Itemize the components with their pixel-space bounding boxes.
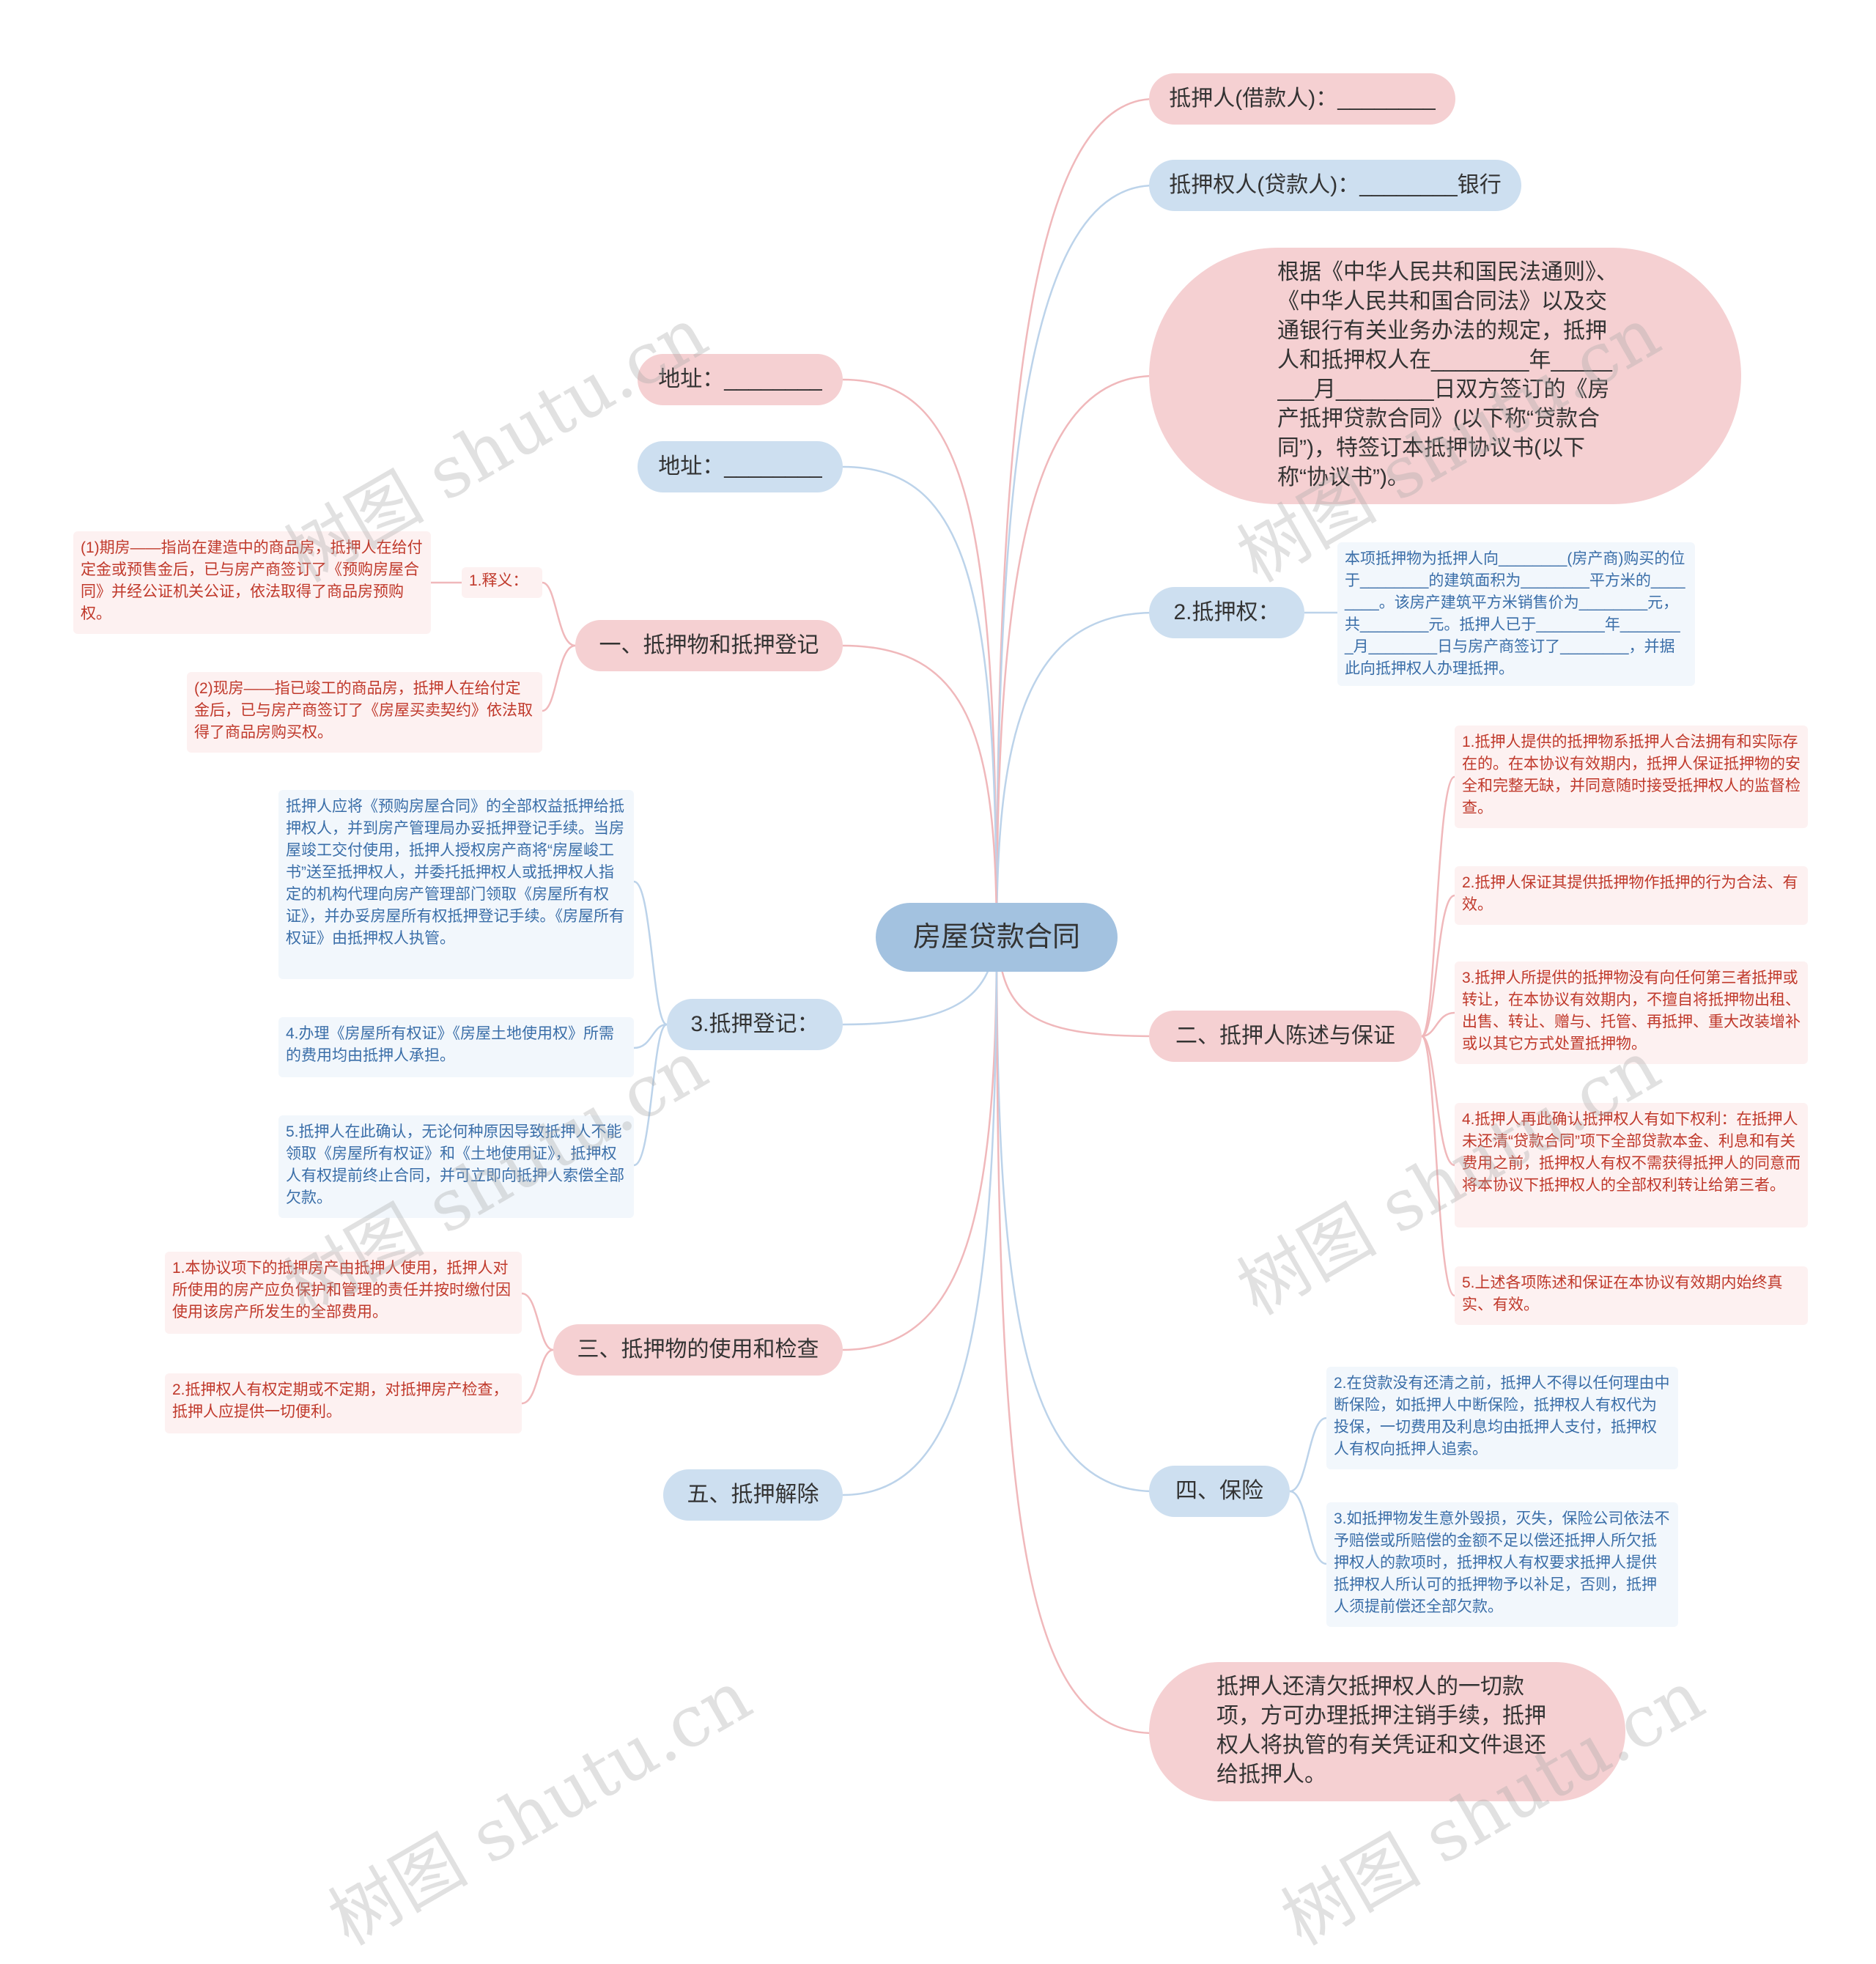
- release-text: 抵押人还清欠抵押权人的一切款项，方可办理抵押注销手续，抵押权人将执管的有关凭证和…: [1216, 1675, 1546, 1787]
- sec4-item-1: 2.在贷款没有还清之前，抵押人不得以任何理由中断保险，如抵押人中断保险，抵押权人…: [1326, 1367, 1678, 1469]
- link-sec4: [995, 937, 1155, 1493]
- sec2-item-2: 2.抵押人保证其提供抵押物作抵押的行为合法、有效。: [1455, 866, 1808, 925]
- link-addr1: [842, 378, 998, 939]
- sec1-item-2: (2)现房——指已竣工的商品房，抵押人在给付定金后，已与房产商签订了《房屋买卖契…: [187, 672, 542, 753]
- sec3-item-1: 抵押人应将《预购房屋合同》的全部权益抵押给抵押权人，并到房产管理局办妥抵押登记手…: [278, 790, 634, 979]
- sec3b-item-1: 1.本协议项下的抵押房产由抵押人使用，抵押人对所使用的房产应负保护和管理的责任并…: [165, 1252, 522, 1334]
- link-pledgee: [995, 184, 1155, 939]
- sec2-item-4: 4.抵押人再此确认抵押权人有如下权利：在抵押人未还清“贷款合同”项下全部贷款本金…: [1455, 1103, 1808, 1228]
- link-sec1: [842, 644, 998, 939]
- pledgee-node[interactable]: 抵押权人(贷款人)：________银行: [1149, 160, 1521, 211]
- root-node[interactable]: 房屋贷款合同: [876, 903, 1118, 972]
- sec3b-node[interactable]: 三、抵押物的使用和检查: [553, 1324, 843, 1376]
- link-sec3b: [842, 937, 998, 1351]
- addr1-node[interactable]: 地址：________: [638, 354, 843, 405]
- pledge-right-node[interactable]: 2.抵押权：: [1149, 587, 1304, 638]
- mindmap-canvas: 房屋贷款合同 抵押人(借款人)：________ 抵押权人(贷款人)：_____…: [73, 73, 1808, 1961]
- sec1-node[interactable]: 一、抵押物和抵押登记: [575, 620, 843, 671]
- sec3b-item-2: 2.抵押权人有权定期或不定期，对抵押房产检查，抵押人应提供一切便利。: [165, 1373, 522, 1433]
- pledge-right-note: 本项抵押物为抵押人向________(房产商)购买的位于________的建筑面…: [1337, 542, 1695, 686]
- sec1-tag: 1.释义：: [462, 567, 542, 598]
- link-right2: [995, 611, 1155, 939]
- sec3-item-3: 5.抵押人在此确认，无论何种原因导致抵押人不能领取《房屋所有权证》和《土地使用证…: [278, 1115, 634, 1218]
- sec5-node[interactable]: 五、抵押解除: [663, 1469, 843, 1521]
- sec1-item-1: (1)期房——指尚在建造中的商品房，抵押人在给付定金或预售金后，已与房产商签订了…: [73, 531, 431, 634]
- sec3-node[interactable]: 3.抵押登记：: [667, 999, 843, 1050]
- link-pledgor: [995, 97, 1155, 939]
- sec4-item-2: 3.如抵押物发生意外毁损，灭失，保险公司依法不予赔偿或所赔偿的金额不足以偿还抵押…: [1326, 1502, 1678, 1627]
- sec2-item-1: 1.抵押人提供的抵押物系抵押人合法拥有和实际存在的。在本协议有效期内，抵押人保证…: [1455, 726, 1808, 828]
- intro-text: 根据《中华人民共和国民法通则》、《中华人民共和国合同法》以及交通银行有关业务办法…: [1277, 260, 1618, 490]
- sec4-node[interactable]: 四、保险: [1149, 1466, 1290, 1517]
- sec3-item-2: 4.办理《房屋所有权证》《房屋土地使用权》所需的费用均由抵押人承担。: [278, 1017, 634, 1077]
- link-sec5: [842, 937, 998, 1496]
- sec2-node[interactable]: 二、抵押人陈述与保证: [1149, 1011, 1422, 1062]
- sec2-item-5: 5.上述各项陈述和保证在本协议有效期内始终真实、有效。: [1455, 1266, 1808, 1325]
- pledgor-node[interactable]: 抵押人(借款人)：________: [1149, 73, 1455, 125]
- addr2-node[interactable]: 地址：________: [638, 441, 843, 492]
- link-intro: [995, 374, 1155, 939]
- sec2-item-3: 3.抵押人所提供的抵押物没有向任何第三者抵押或转让，在本协议有效期内，不擅自将抵…: [1455, 961, 1808, 1064]
- link-addr2: [842, 465, 998, 939]
- intro-node[interactable]: 根据《中华人民共和国民法通则》、《中华人民共和国合同法》以及交通银行有关业务办法…: [1149, 248, 1741, 504]
- link-release: [995, 937, 1155, 1735]
- release-node[interactable]: 抵押人还清欠抵押权人的一切款项，方可办理抵押注销手续，抵押权人将执管的有关凭证和…: [1149, 1662, 1625, 1801]
